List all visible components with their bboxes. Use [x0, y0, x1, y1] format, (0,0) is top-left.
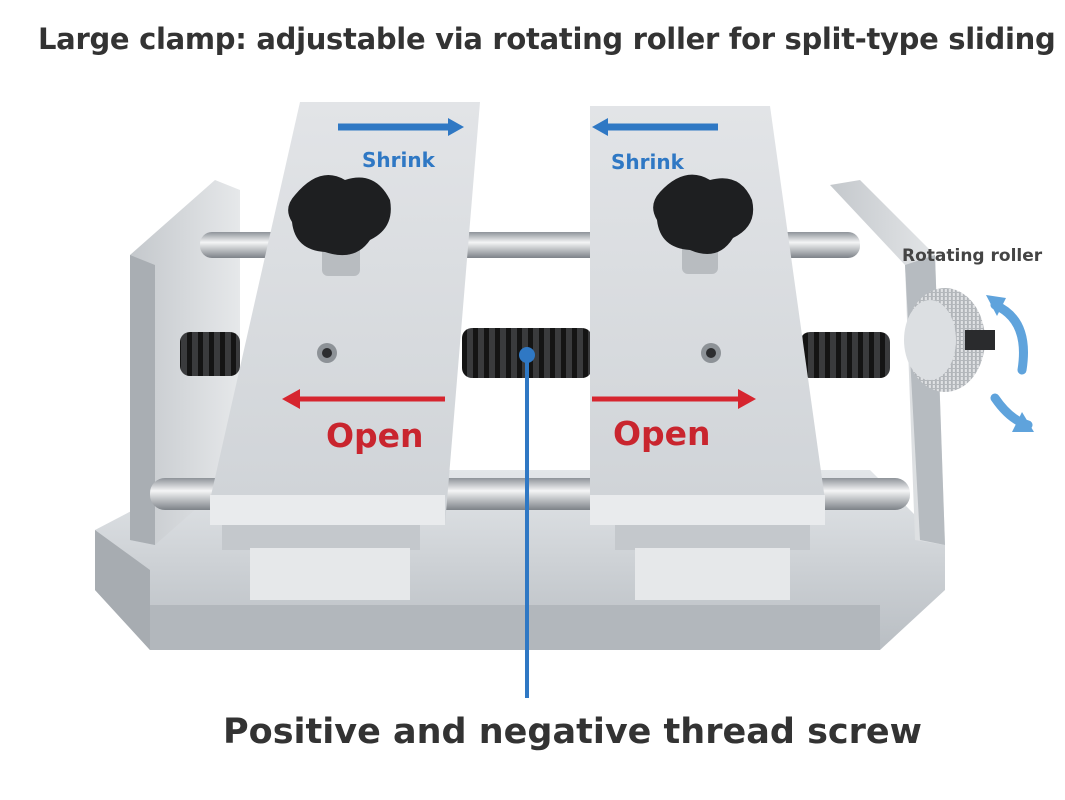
rotating-roller: [904, 288, 995, 392]
open-arrowhead-left: [282, 389, 300, 409]
screw-caption: Positive and negative thread screw: [223, 712, 922, 752]
right-star-knob-icon: [653, 174, 754, 274]
shrink-arrowhead-right: [592, 118, 608, 136]
rotating-roller-label: Rotating roller: [902, 246, 1043, 266]
rotation-arrows-icon: [986, 295, 1034, 432]
shrink-arrowhead-left: [448, 118, 464, 136]
shrink-label-left: Shrink: [362, 148, 435, 172]
left-jaw: [210, 102, 480, 600]
open-label-left: Open: [326, 416, 424, 455]
open-arrowhead-right: [738, 389, 756, 409]
lead-screw: [180, 328, 890, 378]
shrink-label-right: Shrink: [611, 150, 684, 174]
page-title: Large clamp: adjustable via rotating rol…: [38, 22, 1056, 56]
right-jaw: [590, 106, 825, 600]
left-star-knob-icon: [288, 175, 391, 276]
open-label-right: Open: [613, 414, 711, 453]
